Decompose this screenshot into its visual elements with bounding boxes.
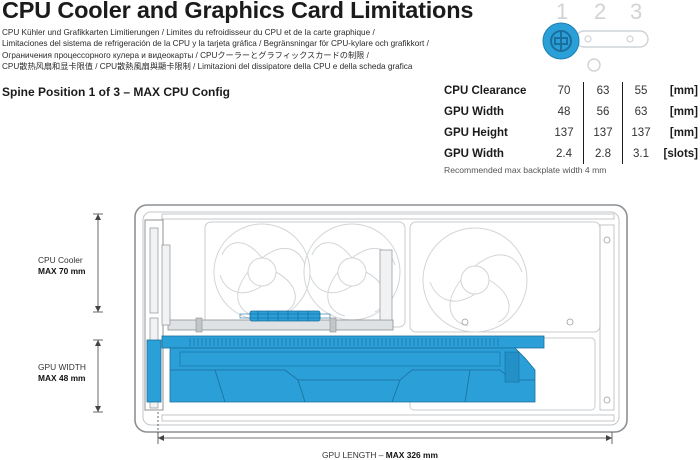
spec-label: CPU Clearance xyxy=(444,85,527,97)
spec-unit: [mm] xyxy=(669,127,698,139)
subtitle-line: Limitaciones del sistema de refrigeració… xyxy=(2,39,429,49)
cpu-cooler-max: MAX 70 mm xyxy=(38,266,86,276)
spec-unit: [mm] xyxy=(669,106,698,118)
spec-row: GPU Width 48 56 63 [mm] xyxy=(444,103,698,124)
subtitle-block: CPU Kühler und Grafikkarten Limitierunge… xyxy=(2,27,442,72)
spec-value-position-1: 2.4 xyxy=(556,148,572,160)
spec-unit: [mm] xyxy=(669,85,698,97)
motherboard xyxy=(167,319,394,331)
spec-value-position-2: 56 xyxy=(596,106,610,118)
spec-row: GPU Height 137 137 137 [mm] xyxy=(444,124,698,145)
spine-slider-icon xyxy=(542,22,649,72)
spec-row: CPU Clearance 70 63 55 [mm] xyxy=(444,82,698,103)
gpu-length-label: GPU LENGTH – MAX 326 mm xyxy=(322,450,438,460)
fan-middle xyxy=(303,223,401,321)
case-outline xyxy=(134,204,628,433)
psu xyxy=(409,337,596,411)
spec-row: GPU Width 2.4 2.8 3.1 [slots] xyxy=(444,145,698,166)
cpu-cooler-label: CPU Cooler MAX 70 mm xyxy=(38,255,86,276)
spec-value-position-1: 137 xyxy=(554,127,574,139)
fan-right xyxy=(422,227,528,333)
position-label-1: 1 xyxy=(556,0,569,24)
subtitle-line: Ограничения процессорного кулера и видео… xyxy=(2,50,369,60)
spec-label: GPU Width xyxy=(444,148,504,160)
spec-value-position-2: 137 xyxy=(593,127,613,139)
gpu-width-max: MAX 48 mm xyxy=(38,373,86,383)
dimension-lines xyxy=(93,213,613,444)
spec-label: GPU Width xyxy=(444,106,504,118)
graphics-card xyxy=(146,335,545,403)
spec-unit: [slots] xyxy=(663,148,699,160)
spec-divider xyxy=(583,82,584,164)
case-inner-outline xyxy=(142,211,620,426)
spec-divider xyxy=(622,82,623,164)
spec-value-position-2: 2.8 xyxy=(595,148,611,160)
spec-note: Recommended max backplate width 4 mm xyxy=(444,165,607,175)
spec-value-position-1: 70 xyxy=(557,85,571,97)
spec-value-position-3: 137 xyxy=(631,127,651,139)
gpu-width-label: GPU WIDTH MAX 48 mm xyxy=(38,362,86,383)
position-label-2: 2 xyxy=(594,0,607,24)
spec-value-position-2: 63 xyxy=(596,85,610,97)
subtitle-line: CPU散热风扇和显卡限值 / CPU散熱風扇與顯卡限制 / Limitazion… xyxy=(2,61,413,71)
fan-frame xyxy=(204,221,406,328)
dimension-arrows xyxy=(95,214,612,441)
spec-value-position-3: 63 xyxy=(634,106,648,118)
config-label: Spine Position 1 of 3 – MAX CPU Config xyxy=(2,85,231,99)
subtitle-line: CPU Kühler und Grafikkarten Limitierunge… xyxy=(2,28,375,37)
fan-frame-right xyxy=(409,221,601,333)
position-label-3: 3 xyxy=(630,0,643,24)
spec-table: CPU Clearance 70 63 55 [mm] GPU Width 48 56 63 [m… xyxy=(444,82,698,166)
spec-value-position-1: 48 xyxy=(557,106,571,118)
spec-value-position-3: 55 xyxy=(634,85,648,97)
cpu-cooler xyxy=(249,310,321,322)
fan-left xyxy=(213,223,311,321)
spec-label: GPU Height xyxy=(444,127,508,139)
gpu-length-max: MAX 326 mm xyxy=(385,450,438,460)
spec-value-position-3: 3.1 xyxy=(633,148,649,160)
page-title: CPU Cooler and Graphics Card Limitations xyxy=(2,0,474,23)
